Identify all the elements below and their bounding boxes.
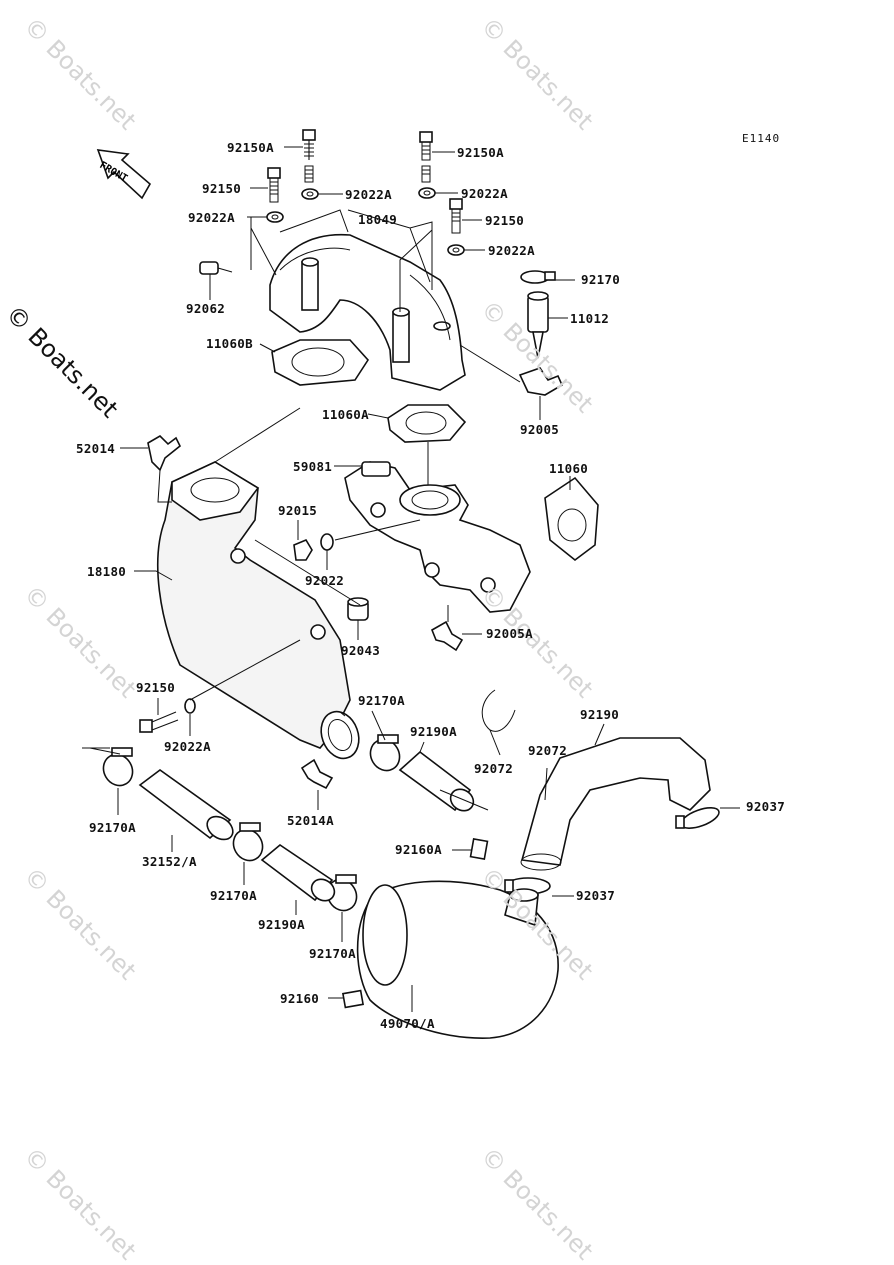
part-label: 92190A: [410, 724, 457, 739]
hose-32152A: [138, 769, 234, 841]
part-label: 92170A: [89, 820, 136, 835]
gasket-11060: [544, 476, 599, 562]
clamps-92170A: [102, 734, 401, 912]
muffler-49070A: [356, 880, 559, 1039]
expansion-chamber-18180: [157, 461, 360, 760]
nut-92015: [293, 538, 313, 561]
gasket-11060B: [271, 339, 370, 386]
part-label: 59081: [293, 459, 333, 474]
stud-left: [304, 165, 314, 183]
front-arrow-icon: [96, 149, 152, 200]
part-label: 92170A: [309, 946, 356, 961]
part-label: 92022A: [461, 186, 508, 201]
pad-92160A: [469, 837, 489, 861]
fitting-92062: [199, 261, 233, 275]
part-label: 92150: [485, 213, 525, 228]
part-label: 92072: [474, 761, 514, 776]
fitting-92005A: [430, 620, 464, 652]
part-label: 92170: [581, 272, 621, 287]
exhaust-parts-diagram: © Boats.net © Boats.net © Boats.net © Bo…: [0, 12, 786, 1265]
part-label: 92150: [202, 181, 242, 196]
part-label: 32152/A: [142, 854, 197, 869]
leader-lines: [82, 146, 740, 1012]
part-label: 11012: [570, 311, 610, 326]
part-label: 92072: [528, 743, 568, 758]
clamp-92170: [520, 270, 556, 284]
part-label: 92015: [278, 503, 318, 518]
pad-92160: [341, 989, 365, 1009]
part-label: 18049: [358, 212, 398, 227]
bolt-92150-right: [449, 198, 463, 234]
part-label: 92037: [746, 799, 786, 814]
part-label: 92150A: [457, 145, 504, 160]
hose-92190A-lower: [260, 844, 336, 902]
part-label: 92043: [341, 643, 381, 658]
part-label: 92022A: [345, 187, 392, 202]
part-label: 92170A: [210, 888, 257, 903]
part-label: 92150A: [227, 140, 274, 155]
fitting-52014: [147, 434, 182, 472]
part-label: 92062: [186, 301, 226, 316]
part-label: 92022: [305, 573, 345, 588]
valve-11012: [527, 291, 549, 359]
part-label: 92005A: [486, 626, 533, 641]
fitting-92005: [518, 367, 564, 396]
bolt-92150A-left: [302, 129, 316, 160]
part-label: 92170A: [358, 693, 405, 708]
part-label: 92022A: [488, 243, 535, 258]
bolt-92150-lower: [139, 698, 196, 733]
manifold-18049: [269, 233, 466, 391]
pipe-92190: [520, 737, 711, 871]
bolt-92150-left: [267, 167, 281, 203]
part-label: 92160: [280, 991, 320, 1006]
part-label: 11060: [549, 461, 589, 476]
part-label: 11060A: [322, 407, 369, 422]
part-label: 52014: [76, 441, 116, 456]
part-label: 92022A: [164, 739, 211, 754]
hose-92190A-upper: [398, 750, 475, 812]
part-label: 11060B: [206, 336, 253, 351]
part-label: 92160A: [395, 842, 442, 857]
part-label: 92022A: [188, 210, 235, 225]
diagram-code: E1140: [742, 132, 781, 145]
part-label: 52014A: [287, 813, 334, 828]
clamp-92037-upper: [675, 807, 720, 829]
part-label: 92190: [580, 707, 620, 722]
part-label: 92037: [576, 888, 616, 903]
collar-92043: [347, 597, 369, 621]
gasket-11060A: [387, 404, 467, 443]
part-label: 49070/A: [380, 1016, 435, 1031]
part-label: 18180: [87, 564, 127, 579]
band-92072: [481, 689, 516, 732]
fitting-52014A: [300, 758, 334, 790]
part-label: 92005: [520, 422, 560, 437]
bolt-92150A-right: [419, 131, 433, 183]
washer-92022: [320, 533, 334, 551]
pipe-assembly-59081: [344, 461, 531, 613]
part-label: 92150: [136, 680, 176, 695]
part-label: 92190A: [258, 917, 305, 932]
